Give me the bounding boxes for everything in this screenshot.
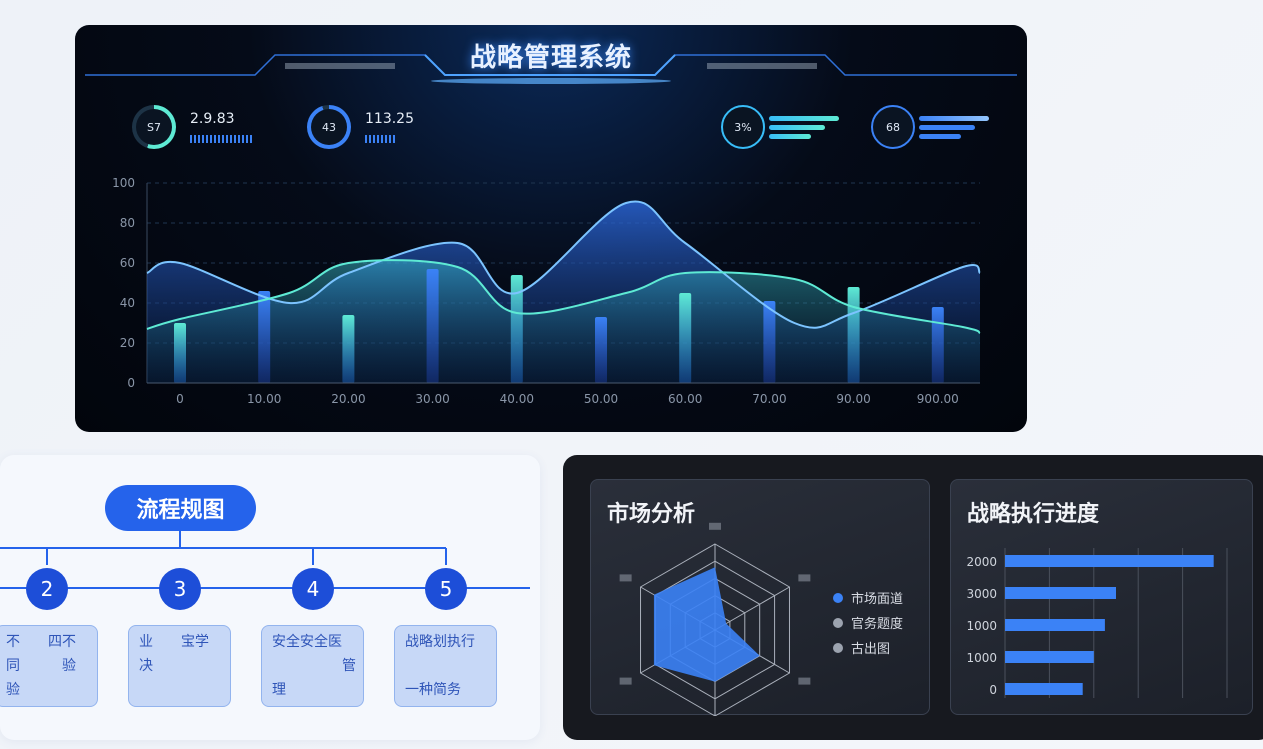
kpi-bars bbox=[919, 112, 989, 143]
x-tick-label: 90.00 bbox=[836, 392, 870, 406]
step-card[interactable]: 业 宝学 决 bbox=[128, 625, 231, 707]
bar bbox=[847, 287, 860, 383]
flow-panel: 流程规图 2 3 4 5 不 四不 同 验 验 业 宝学 决 安全安全医 管 理… bbox=[0, 455, 540, 740]
bar bbox=[763, 301, 776, 383]
row-label: 2000 bbox=[966, 555, 997, 569]
bar bbox=[679, 293, 692, 383]
kpi-value: 113.25 bbox=[365, 111, 414, 127]
kpi-tick-bar bbox=[190, 135, 252, 143]
bar bbox=[426, 269, 439, 383]
kpi-bars bbox=[769, 112, 839, 143]
y-tick-label: 60 bbox=[120, 256, 135, 270]
legend-dot-icon bbox=[833, 642, 843, 653]
x-tick-label: 10.00 bbox=[247, 392, 281, 406]
kpi-value: 2.9.83 bbox=[190, 111, 235, 127]
radar-axis-label bbox=[619, 574, 632, 582]
step-node-3[interactable]: 3 bbox=[159, 568, 201, 610]
kpi-1: S7 2.9.83 bbox=[132, 105, 252, 149]
dashboard-top-panel: 战略管理系统 S7 2.9.83 43 113.25 3% 68 0 20 40 60… bbox=[75, 25, 1027, 432]
x-tick-label: 70.00 bbox=[752, 392, 786, 406]
bar bbox=[595, 317, 607, 383]
kpi-ring: 3% bbox=[721, 105, 765, 149]
row-label: 0 bbox=[989, 683, 997, 697]
progress-bar bbox=[1005, 683, 1083, 695]
legend-label: 古出图 bbox=[851, 642, 891, 657]
y-tick-label: 80 bbox=[120, 216, 135, 230]
page-title: 战略管理系统 bbox=[469, 43, 632, 73]
analysis-panel: 市场分析 市场面道 官务题度 古出图 战略执行进度 2000 3000 1000 10… bbox=[563, 455, 1263, 740]
bar bbox=[931, 307, 944, 383]
radar-chart bbox=[619, 522, 811, 716]
kpi-ring-value: 43 bbox=[311, 109, 347, 145]
legend-label: 官务题度 bbox=[851, 617, 904, 632]
legend-item[interactable]: 市场面道 bbox=[833, 588, 903, 607]
progress-bar bbox=[1005, 651, 1094, 663]
strategy-progress-card: 战略执行进度 2000 3000 1000 1000 0 bbox=[950, 479, 1253, 715]
legend-label: 市场面道 bbox=[851, 592, 904, 607]
y-tick-label: 20 bbox=[120, 336, 135, 350]
flow-title-button[interactable]: 流程规图 bbox=[105, 485, 256, 531]
kpi-tick-bar bbox=[365, 135, 395, 143]
kpi-ring: 68 bbox=[871, 105, 915, 149]
legend-dot-icon bbox=[833, 617, 843, 628]
bar bbox=[258, 291, 271, 383]
kpi-3: 3% bbox=[721, 105, 839, 149]
flow-connectors bbox=[0, 531, 530, 589]
row-label: 1000 bbox=[966, 619, 997, 633]
radar-axis bbox=[714, 586, 790, 631]
step-card[interactable]: 战略划执行 一种简务 bbox=[394, 625, 497, 707]
x-tick-label: 20.00 bbox=[331, 392, 365, 406]
y-tick-label: 0 bbox=[127, 376, 135, 390]
radar-axis-label bbox=[709, 522, 721, 530]
y-tick-label: 100 bbox=[112, 176, 135, 190]
kpi-ring: 43 bbox=[307, 105, 351, 149]
series-2-line bbox=[146, 259, 981, 334]
legend-dot-icon bbox=[833, 592, 843, 603]
market-analysis-card: 市场分析 市场面道 官务题度 古出图 bbox=[590, 479, 930, 716]
progress-bar-chart: 2000 3000 1000 1000 0 bbox=[966, 548, 1228, 698]
progress-bar bbox=[1005, 619, 1105, 631]
y-tick-label: 40 bbox=[120, 296, 135, 310]
progress-title: 战略执行进度 bbox=[967, 502, 1100, 527]
market-title: 市场分析 bbox=[607, 502, 696, 527]
x-tick-label: 60.00 bbox=[668, 392, 702, 406]
x-tick-label: 30.00 bbox=[415, 392, 449, 406]
bar bbox=[510, 275, 523, 383]
x-tick-label: 40.00 bbox=[500, 392, 534, 406]
kpi-ring: S7 bbox=[132, 105, 176, 149]
header-frame bbox=[85, 54, 1017, 84]
step-node-4[interactable]: 4 bbox=[292, 568, 334, 610]
radar-area bbox=[653, 567, 760, 682]
radar-axis-label bbox=[798, 574, 811, 582]
step-node-5[interactable]: 5 bbox=[425, 568, 467, 610]
step-card[interactable]: 安全安全医 管 理 bbox=[261, 625, 364, 707]
legend-item[interactable]: 官务题度 bbox=[833, 613, 903, 632]
kpi-ring-value: S7 bbox=[136, 109, 172, 145]
x-tick-label: 0 bbox=[176, 392, 184, 406]
bar bbox=[342, 315, 355, 383]
legend-item[interactable]: 古出图 bbox=[833, 638, 890, 657]
radar-axis-label bbox=[798, 677, 811, 685]
kpi-2: 43 113.25 bbox=[307, 105, 414, 149]
series-1-line bbox=[146, 200, 981, 329]
row-label: 1000 bbox=[966, 651, 997, 665]
step-node-2[interactable]: 2 bbox=[26, 568, 68, 610]
progress-bar bbox=[1005, 587, 1116, 599]
radar-axis-label bbox=[619, 677, 632, 685]
bar bbox=[174, 323, 186, 383]
progress-bar bbox=[1005, 555, 1214, 567]
main-chart: 0 20 40 60 80 100 0 10.00 20.00 30.00 40.00 50.00 60… bbox=[112, 176, 981, 406]
step-card[interactable]: 不 四不 同 验 验 bbox=[0, 625, 98, 707]
x-tick-label: 900.00 bbox=[917, 392, 959, 406]
kpi-4: 68 bbox=[871, 105, 989, 149]
row-label: 3000 bbox=[966, 587, 997, 601]
x-tick-label: 50.00 bbox=[584, 392, 618, 406]
